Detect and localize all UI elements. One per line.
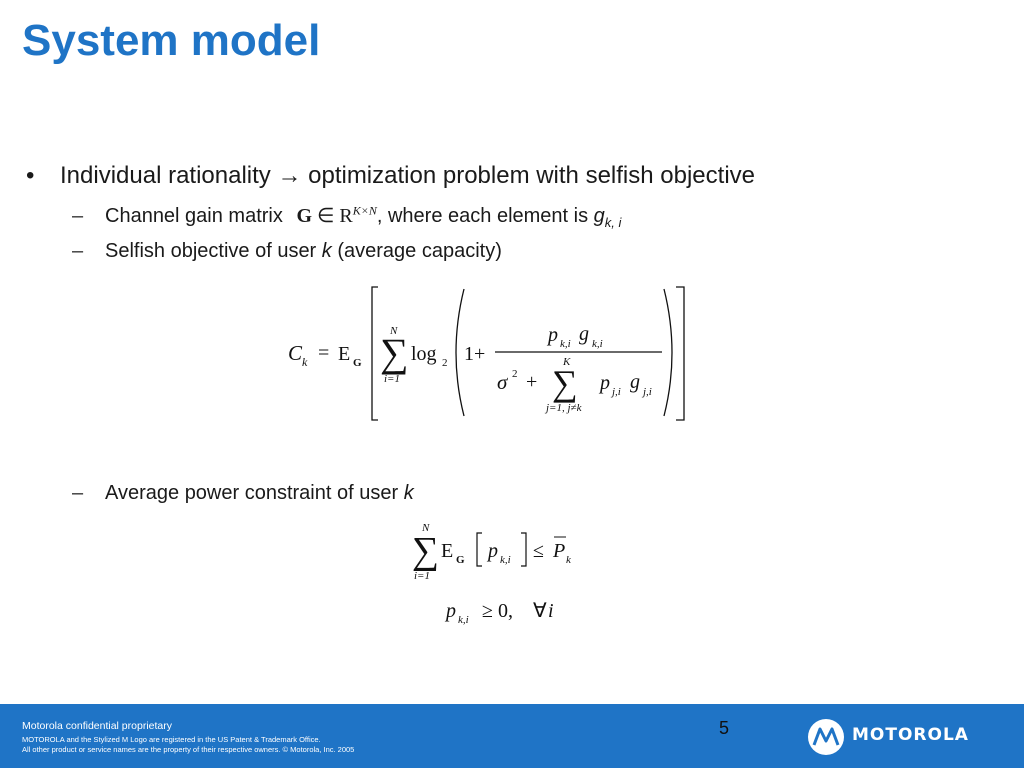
one-plus: 1+ xyxy=(464,343,485,365)
gain-variable-subscript: k, i xyxy=(604,215,622,230)
sub-bullet-power-constraint: –Average power constraint of user k xyxy=(72,482,414,505)
capacity-equation: C k = E G N ∑ i=1 log 2 1+ p k,i g k,i σ… xyxy=(288,286,685,421)
sub-bullet-text: Selfish objective of user xyxy=(105,240,322,262)
denominator-power-subscript: j,i xyxy=(610,386,621,398)
noise-sigma: σ xyxy=(497,370,509,394)
right-bracket xyxy=(521,532,527,567)
sub-bullet-channel-gain: –Channel gain matrix G ∈ RK×N, where eac… xyxy=(72,203,621,230)
left-bracket xyxy=(476,532,482,567)
sub-bullet-selfish-objective: –Selfish objective of user k (average ca… xyxy=(72,240,502,263)
forall-sign: ∀ xyxy=(533,600,547,622)
inner-sum-upper-limit: K xyxy=(562,356,571,368)
log-operator: log xyxy=(411,343,437,365)
dash-symbol: – xyxy=(72,482,84,504)
confidential-label: Motorola confidential proprietary xyxy=(22,720,172,732)
sub-bullet-text: Channel gain matrix xyxy=(105,205,283,227)
average-power-symbol: P xyxy=(552,540,565,562)
right-parenthesis xyxy=(663,288,673,417)
geq-zero: ≥ 0, xyxy=(482,600,513,622)
capacity-subscript: k xyxy=(302,355,308,369)
denominator-gain: g xyxy=(630,371,640,393)
expectation-symbol: E xyxy=(441,540,453,562)
inner-summation-sign: ∑ xyxy=(552,363,578,403)
sigma-exponent: 2 xyxy=(512,368,518,380)
nonnegativity-equation: p k,i ≥ 0, ∀ i xyxy=(444,600,554,626)
average-power-subscript: k xyxy=(566,554,572,566)
matrix-g-symbol: G xyxy=(296,205,312,227)
motorola-logo: MOTOROLA xyxy=(806,717,1006,757)
numerator-power: p xyxy=(546,324,558,346)
numerator-power-subscript: k,i xyxy=(560,338,571,350)
dash-symbol: – xyxy=(72,240,84,262)
matrix-dimension: K×N xyxy=(352,203,377,218)
power-variable-subscript: k,i xyxy=(458,614,469,626)
sum-lower-limit: i=1 xyxy=(414,570,430,582)
sum-upper-limit: N xyxy=(389,325,398,337)
log-base: 2 xyxy=(442,357,448,369)
equals-sign: = xyxy=(318,342,329,364)
dash-symbol: – xyxy=(72,205,84,227)
power-variable: p xyxy=(444,600,456,622)
sum-lower-limit: i=1 xyxy=(384,373,400,385)
real-set-symbol: R xyxy=(339,205,353,227)
power-variable: p xyxy=(486,540,498,562)
inner-sum-lower-limit: j=1, j≠k xyxy=(544,402,583,414)
slide-title: System model xyxy=(22,16,321,65)
plus-sign: + xyxy=(526,371,537,393)
gain-variable: g xyxy=(593,205,605,227)
left-parenthesis xyxy=(455,288,465,417)
leq-sign: ≤ xyxy=(533,540,544,562)
page-number: 5 xyxy=(719,718,730,738)
sub-bullet-text-after: (average capacity) xyxy=(331,240,502,262)
outer-right-bracket xyxy=(676,286,685,421)
bullet-symbol: • xyxy=(26,162,35,189)
numerator-gain-subscript: k,i xyxy=(592,338,603,350)
sub-bullet-text: Average power constraint of user xyxy=(105,482,404,504)
denominator-power: p xyxy=(598,372,610,394)
element-of-symbol: ∈ xyxy=(317,205,335,227)
main-bullet: • Individual rationality → optimization p… xyxy=(26,162,755,190)
trademark-notice: MOTOROLA and the Stylized M Logo are reg… xyxy=(22,735,321,744)
expectation-symbol: E xyxy=(338,343,350,365)
footer-bar: Motorola confidential proprietary MOTORO… xyxy=(0,704,1024,768)
sum-upper-limit: N xyxy=(421,522,430,534)
power-constraint-equation: N ∑ i=1 E G p k,i ≤ P k xyxy=(412,522,572,582)
main-bullet-text: Individual rationality → optimization pr… xyxy=(60,162,755,189)
summation-sign: ∑ xyxy=(380,330,409,375)
denominator-gain-subscript: j,i xyxy=(641,386,652,398)
numerator-gain: g xyxy=(579,323,589,345)
motorola-m-logo-icon xyxy=(808,719,844,755)
power-variable-subscript: k,i xyxy=(500,554,511,566)
expectation-subscript: G xyxy=(353,357,362,369)
user-variable: k xyxy=(403,482,414,504)
outer-left-bracket xyxy=(371,286,378,421)
motorola-wordmark: MOTOROLA xyxy=(852,725,969,745)
capacity-symbol: C xyxy=(288,341,303,365)
summation-sign: ∑ xyxy=(412,530,439,572)
index-i: i xyxy=(548,600,554,622)
expectation-subscript: G xyxy=(456,554,465,566)
user-variable: k xyxy=(321,240,332,262)
copyright-notice: All other product or service names are t… xyxy=(22,745,355,754)
sub-bullet-text-after: , where each element is xyxy=(376,205,594,227)
